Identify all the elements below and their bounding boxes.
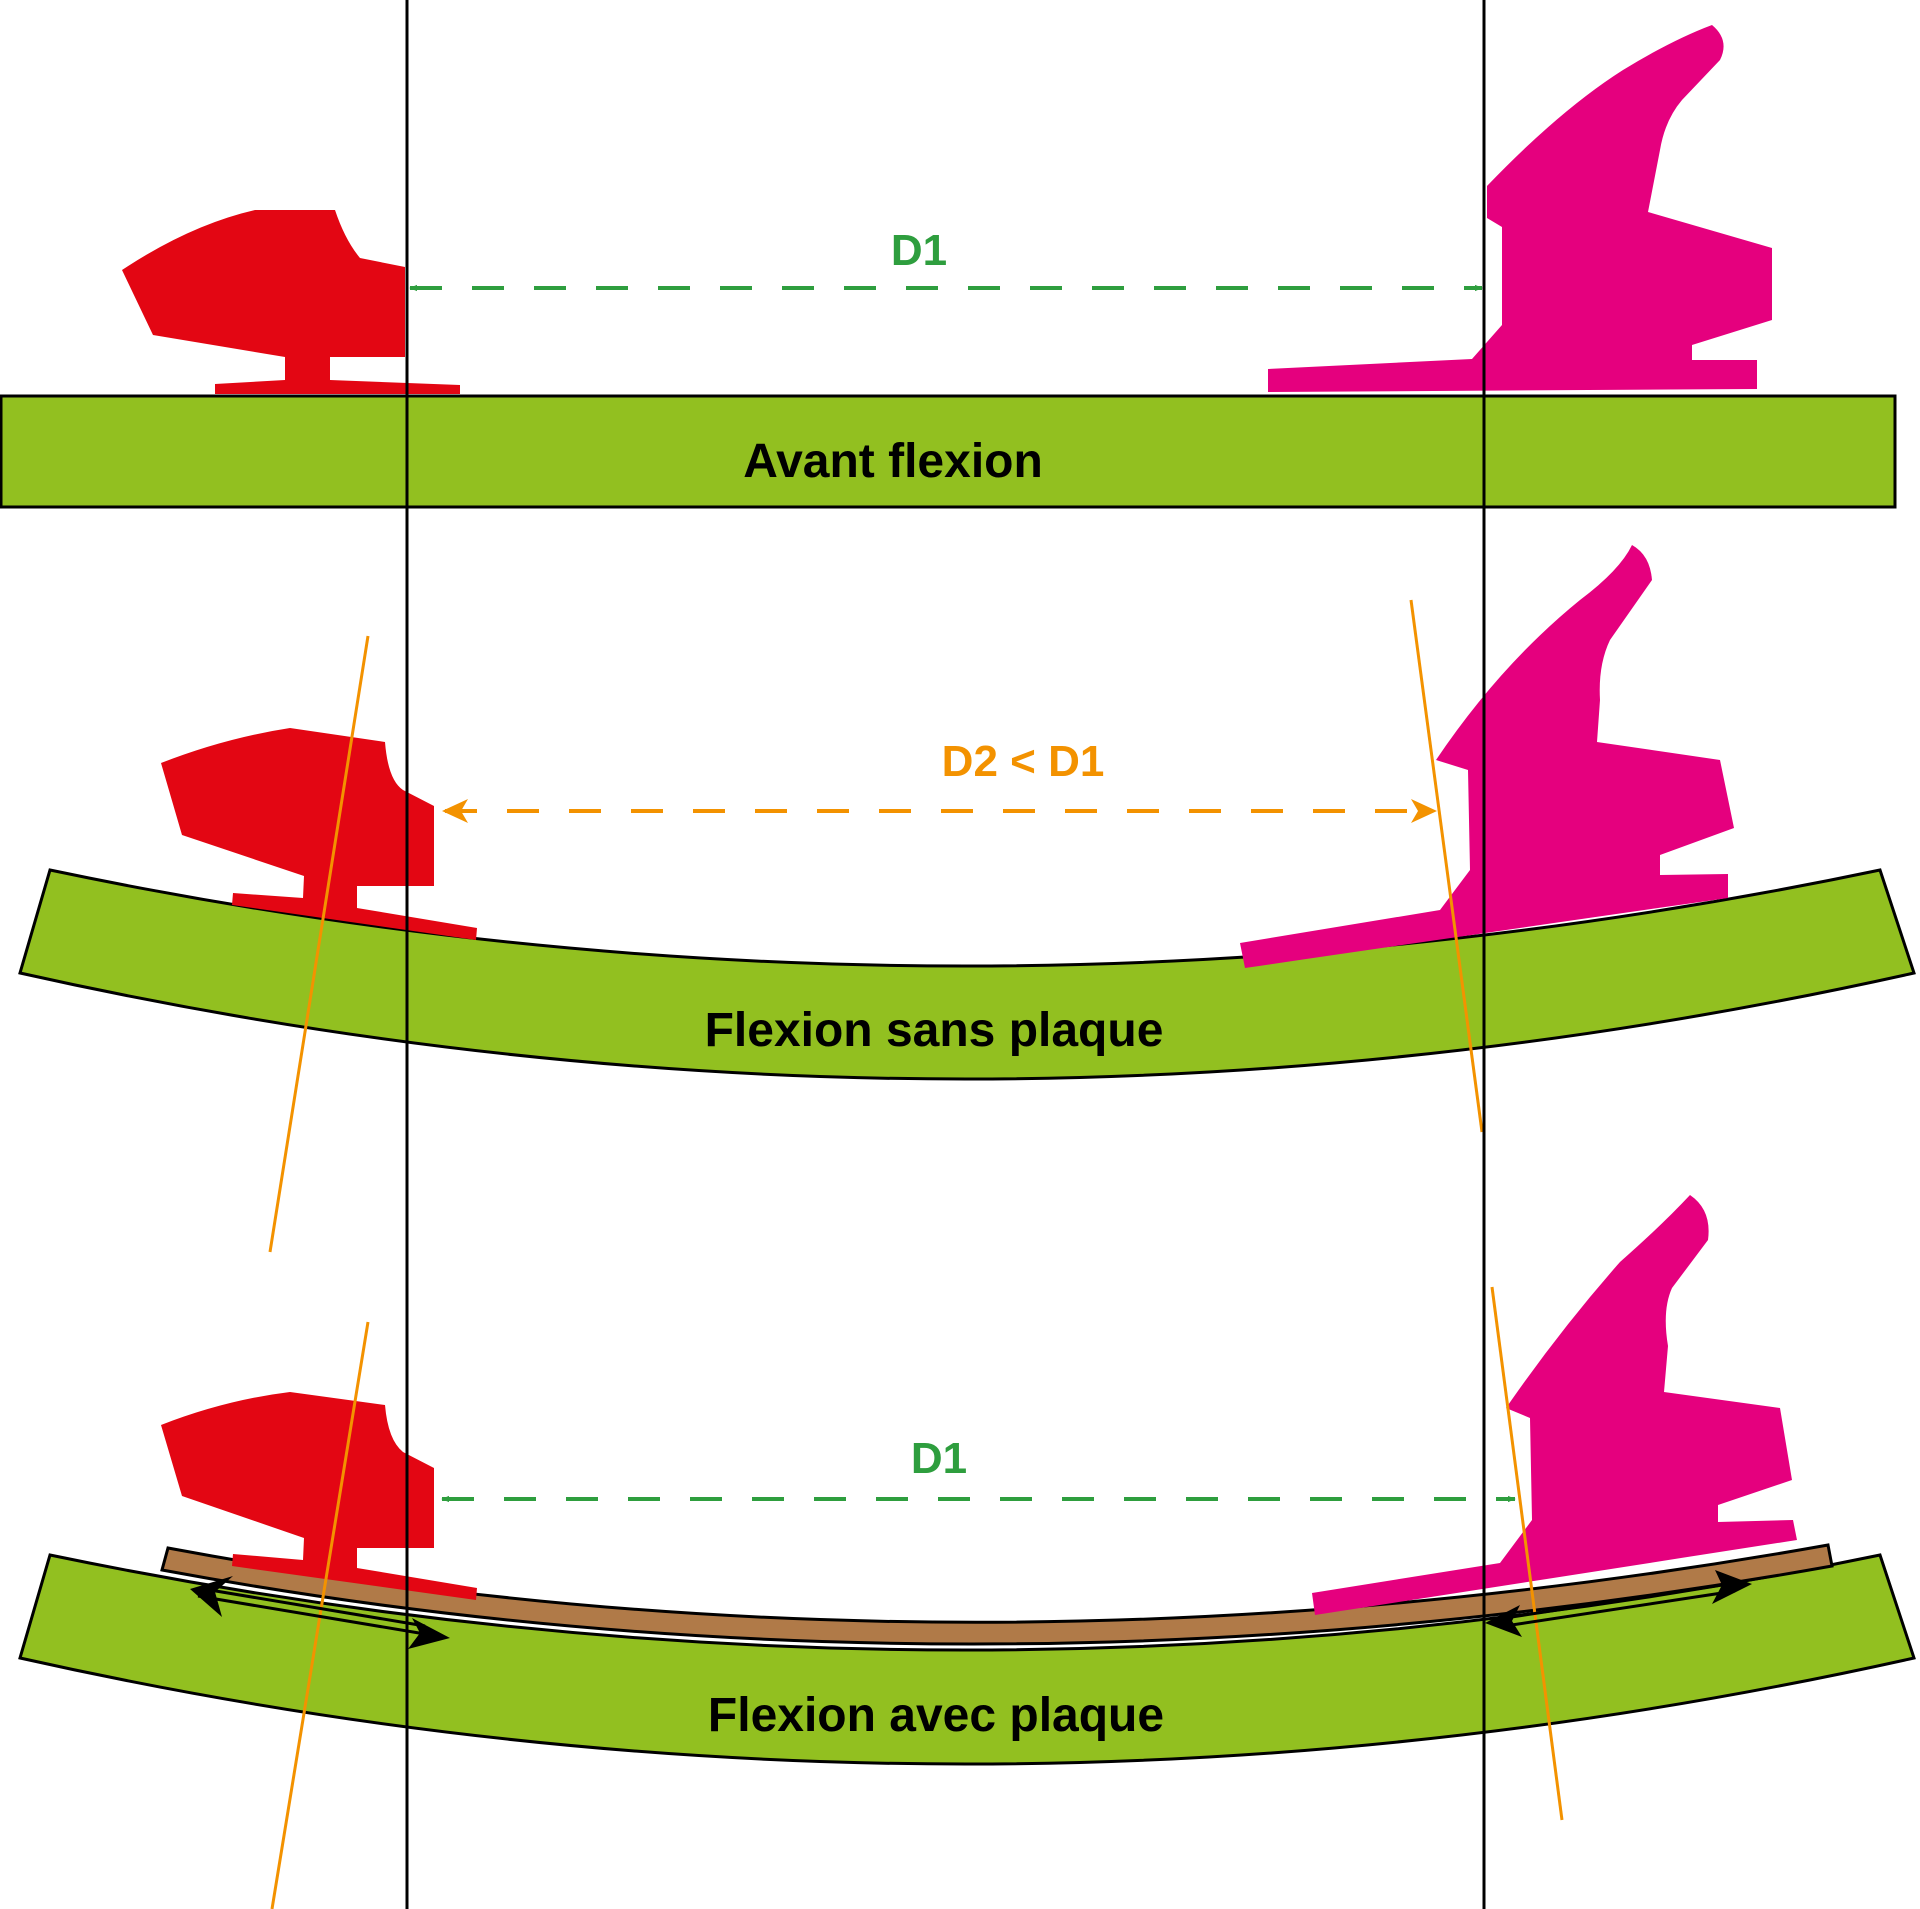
heel-piece (1312, 1195, 1797, 1615)
toe-piece (122, 210, 460, 394)
heel-tilt-line (1409, 599, 1484, 1133)
ski-board (18, 868, 1916, 1081)
toe-tilt-line (268, 635, 370, 1253)
heel-piece (1240, 545, 1734, 968)
ski-board (18, 1553, 1916, 1766)
ski-board (0, 394, 1897, 509)
distance-arrow (442, 799, 1437, 823)
toe-piece (161, 728, 477, 940)
binding-plate (160, 1543, 1834, 1646)
board-label: Avant flexion (743, 435, 1043, 488)
board-label: Flexion avec plaque (708, 1689, 1164, 1742)
panel-flexion-with-plate: Flexion avec plaque D1 (18, 1195, 1916, 1909)
heel-tilt-line (1490, 1286, 1564, 1821)
panel-flexion-without-plate: Flexion sans plaque D2 < D1 (18, 545, 1916, 1253)
distance-label: D1 (911, 1434, 967, 1483)
distance-label: D1 (891, 226, 947, 275)
plate-slide-arrow-left (190, 1576, 450, 1649)
panel-before-flexion: Avant flexion D1 (0, 25, 1897, 509)
heel-piece (1268, 25, 1772, 392)
distance-label: D2 < D1 (942, 737, 1105, 786)
plate-slide-arrow-right (1485, 1570, 1752, 1637)
toe-piece (161, 1392, 477, 1600)
board-label: Flexion sans plaque (705, 1004, 1164, 1057)
